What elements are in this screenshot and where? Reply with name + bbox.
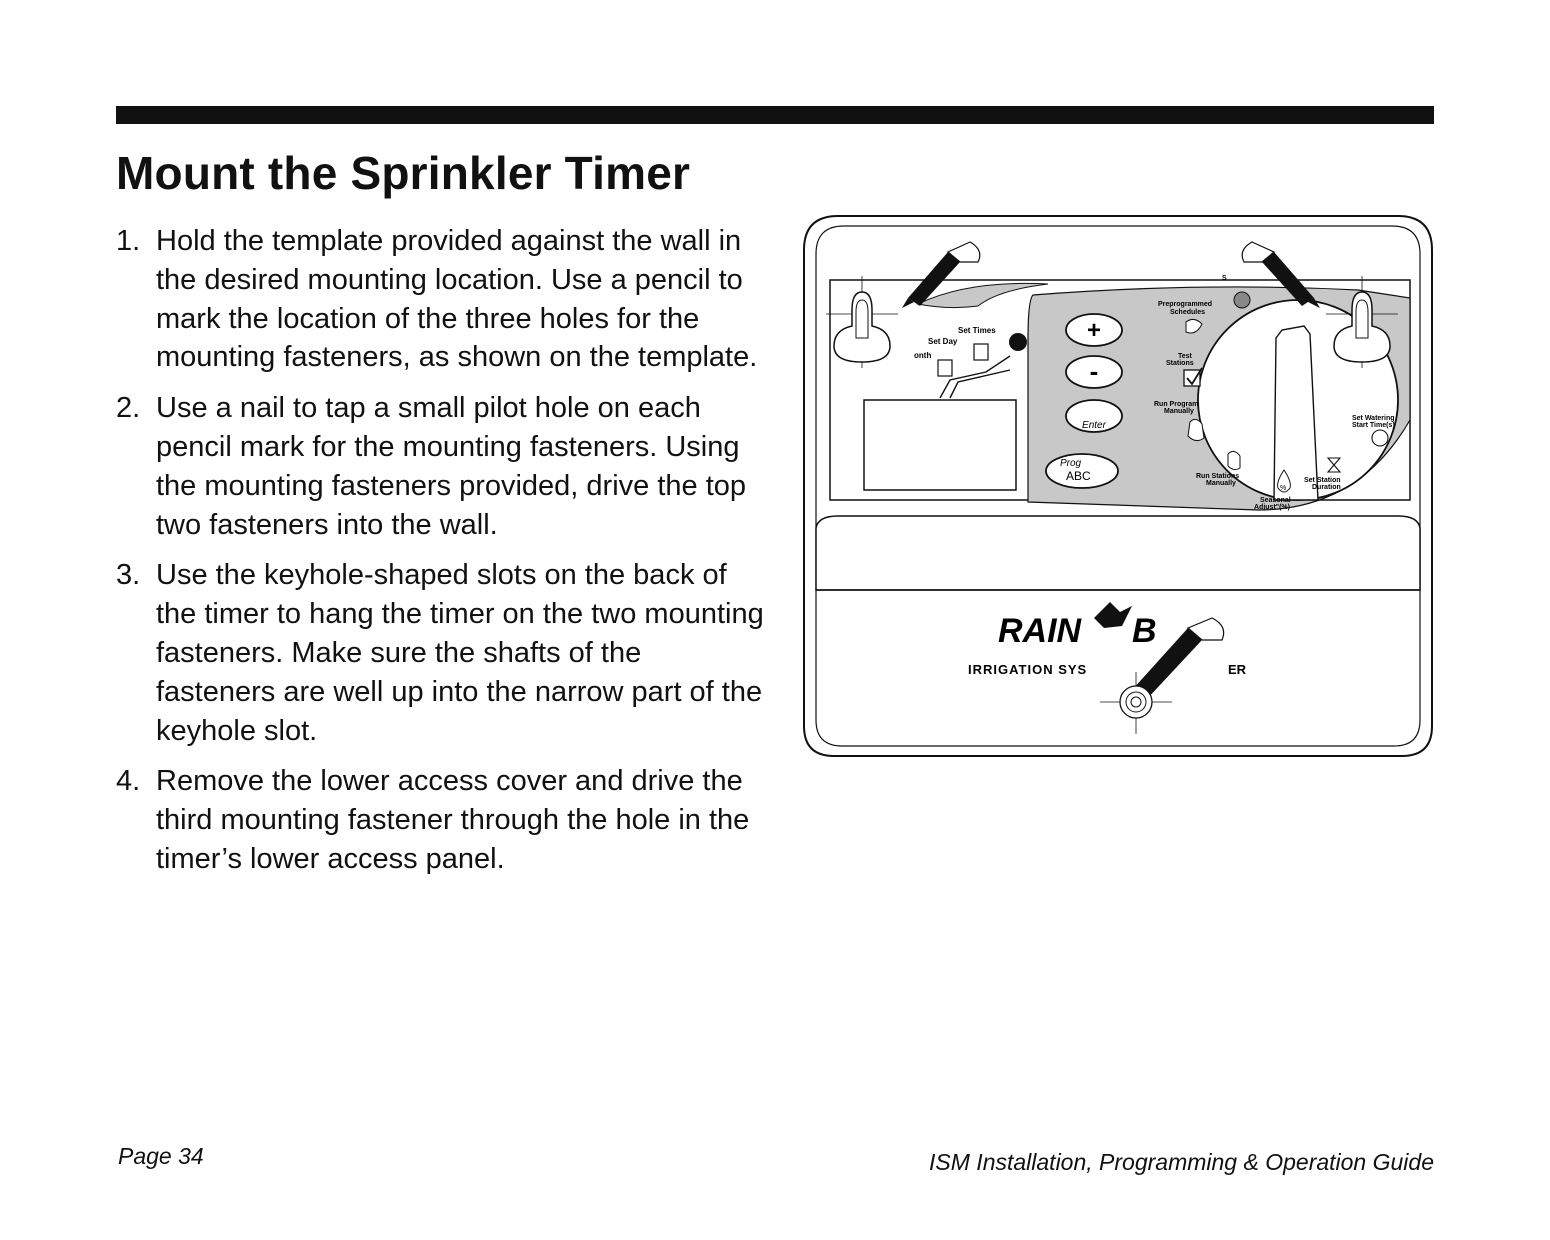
instruction-steps: 1. Hold the template provided against the… [116, 222, 766, 891]
preprogrammed-icon [1185, 318, 1203, 334]
step-text: Use a nail to tap a small pilot hole on … [156, 392, 747, 541]
step-text: Remove the lower access cover and drive … [156, 765, 750, 875]
label-stations: Stations [1166, 360, 1194, 367]
brand-subtitle-end: ER [1228, 662, 1247, 677]
label-preprogrammed: Preprogrammed [1158, 301, 1212, 308]
keyhole-slot-left [826, 276, 898, 368]
lcd-display [863, 399, 1017, 491]
lower-mounting-hole [1100, 672, 1172, 734]
step-2: 2. Use a nail to tap a small pilot hole o… [116, 389, 766, 544]
label-schedules: Schedules [1170, 309, 1205, 316]
step-4: 4. Remove the lower access cover and driv… [116, 762, 766, 878]
label-seasonal: Seasonal [1260, 497, 1291, 504]
label-test: Test [1178, 353, 1193, 360]
prog-label: Prog [1060, 458, 1082, 469]
label-adjust: Adjust"(%) [1254, 504, 1290, 511]
water-drop-icon [1277, 469, 1291, 493]
label-run-program: Run Program [1154, 401, 1198, 408]
step-3: 3. Use the keyhole-shaped slots on the ba… [116, 556, 766, 750]
guide-title: ISM Installation, Programming & Operatio… [929, 1149, 1434, 1175]
step-1: 1. Hold the template provided against the… [116, 222, 766, 377]
label-month: onth [914, 351, 931, 360]
step-number: 4. [116, 765, 141, 798]
pencil-icon-left [902, 241, 981, 308]
step-number: 1. [116, 225, 141, 257]
percent-label: % [1280, 485, 1286, 492]
swoosh-graphic [916, 282, 1049, 309]
pencil-icon-right [1241, 241, 1320, 308]
clock-icon [1009, 333, 1027, 351]
label-run-program-manually: Manually [1164, 408, 1194, 415]
brand-subtitle: IRRIGATION SYS [968, 662, 1087, 677]
step-number: 3. [116, 559, 141, 592]
bird-logo-icon [1094, 602, 1132, 628]
test-checkbox-icon [1183, 369, 1201, 387]
page-number: Page 34 [118, 1143, 204, 1169]
label-top-partial: S [1222, 275, 1227, 282]
enter-button [1065, 399, 1123, 433]
step-text: Use the keyhole-shaped slots on the back… [156, 559, 764, 747]
label-duration: Duration [1312, 484, 1341, 491]
top-rule [116, 106, 1434, 124]
plus-button [1065, 313, 1123, 347]
abc-label: ABC [1066, 469, 1091, 483]
brand-logo: RAIN [998, 612, 1083, 650]
label-set-station: Set Station [1304, 477, 1341, 484]
minus-label: - [1090, 356, 1099, 386]
step-text: Hold the template provided against the w… [156, 225, 758, 374]
prog-abc-button [1045, 453, 1119, 489]
label-set-day: Set Day [928, 337, 958, 346]
label-run-stations-manually: Manually [1206, 480, 1236, 487]
label-start-times: Start Time(s) [1352, 422, 1395, 429]
brand-logo-partial: B [1132, 612, 1157, 650]
hand-icon [1187, 418, 1205, 442]
lower-access-panel [815, 515, 1421, 591]
minus-button [1065, 355, 1123, 389]
plus-label: + [1087, 317, 1101, 344]
step-number: 2. [116, 392, 141, 425]
label-set-times: Set Times [958, 326, 996, 335]
label-run-stations: Run Stations [1196, 473, 1239, 480]
enter-label: Enter [1082, 420, 1107, 431]
page-title: Mount the Sprinkler Timer [116, 147, 691, 199]
keyhole-slot-right [1326, 276, 1398, 368]
dial-pointer [1273, 325, 1319, 501]
start-time-icon [1371, 429, 1389, 447]
dial-indicator-dot [1233, 291, 1251, 309]
hand-icon-2 [1227, 450, 1241, 471]
label-set-watering: Set Watering [1352, 415, 1395, 422]
sprinkler-timer-illustration: Set Times Set Day onth + - Enter Prog AB… [803, 215, 1433, 757]
hourglass-icon [1326, 457, 1342, 473]
